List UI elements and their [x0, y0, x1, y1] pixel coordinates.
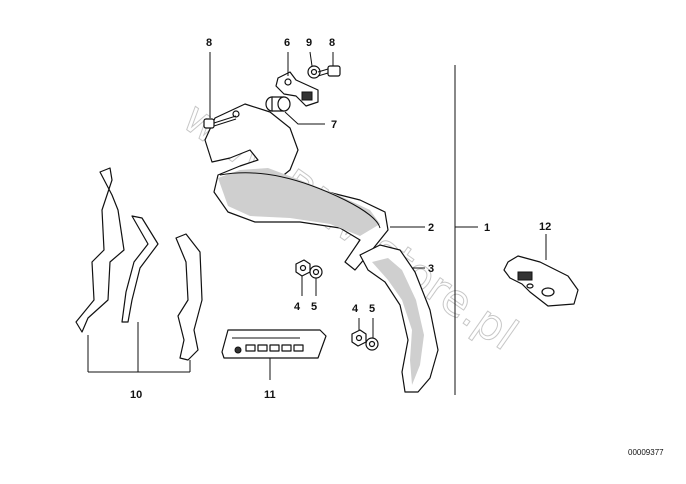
part-5-washer-lower — [365, 337, 379, 351]
part-9-washer — [307, 65, 321, 79]
part-10-pad-middle — [121, 215, 159, 323]
part-4-nut-upper — [295, 259, 311, 277]
part-10-pad-right — [175, 233, 203, 361]
part-2-upper-panel — [204, 103, 389, 271]
callout-10: 10 — [130, 389, 142, 401]
part-10-pad-left — [75, 167, 125, 333]
callout-5-lower: 5 — [369, 303, 375, 315]
callout-4-upper: 4 — [294, 301, 301, 313]
part-12-bracket — [503, 255, 579, 307]
reference-number: 00009377 — [628, 448, 664, 457]
part-8-bolt-left — [203, 115, 237, 129]
part-6-bracket — [275, 71, 319, 107]
part-11-label-plate — [221, 329, 327, 359]
part-8-bolt-right — [317, 65, 341, 77]
callout-7: 7 — [331, 119, 337, 131]
callout-6: 6 — [284, 37, 290, 49]
callout-11: 11 — [264, 389, 276, 401]
callout-2: 2 — [428, 222, 434, 234]
part-4-nut-lower — [351, 329, 367, 347]
callout-8-left: 8 — [206, 37, 212, 49]
callout-12: 12 — [539, 221, 551, 233]
part-7-spacer — [265, 96, 291, 112]
callout-3: 3 — [428, 263, 434, 275]
part-5-washer-upper — [309, 265, 323, 279]
leader-lines — [87, 51, 547, 380]
callout-5-upper: 5 — [311, 301, 317, 313]
callout-8-right: 8 — [329, 37, 335, 49]
part-3-lower-panel — [359, 244, 439, 393]
callout-1: 1 — [484, 222, 490, 234]
callout-labels: 8 6 9 8 7 2 1 12 3 4 5 4 5 10 11 — [130, 37, 551, 401]
callout-9: 9 — [306, 37, 312, 49]
callout-4-lower: 4 — [352, 303, 359, 315]
